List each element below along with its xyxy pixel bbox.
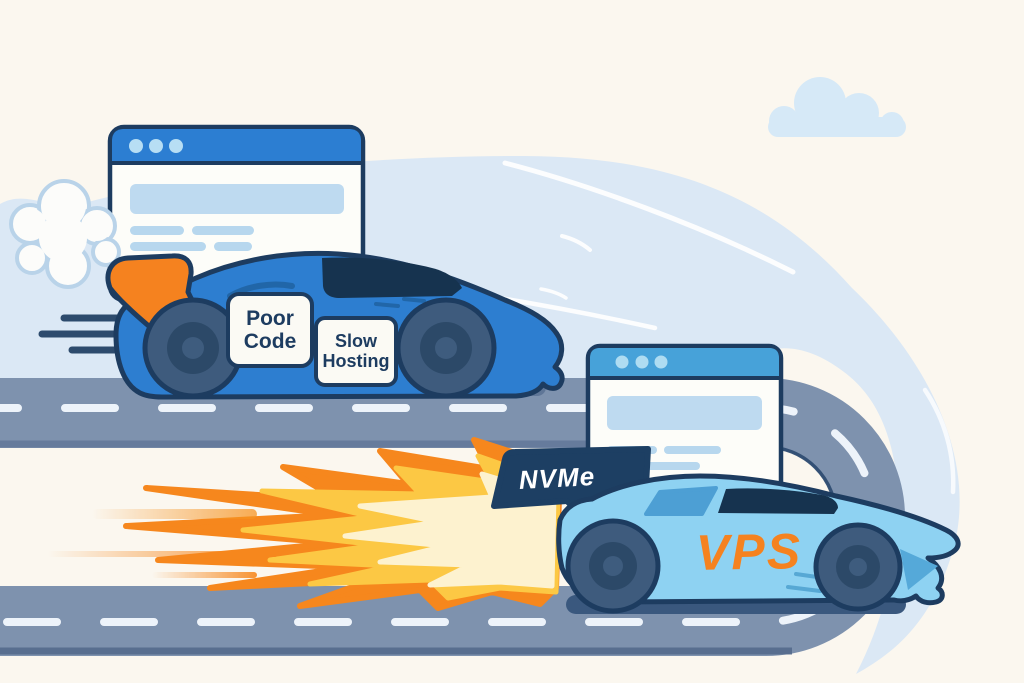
poor-code-line1: Poor: [246, 306, 294, 330]
wind-streaks: [497, 160, 956, 495]
slow-car-glass: [322, 257, 462, 298]
fast-car-nose-accent: [900, 549, 938, 590]
browser-window-1-titlebar: [112, 129, 361, 161]
poor-code-plate: Poor Code: [226, 292, 314, 368]
slow-hosting-line2: Hosting: [322, 350, 390, 371]
window-2-hero-block: [607, 396, 762, 430]
flame-streak: [152, 572, 257, 578]
nvme-badge-text: NVMe: [518, 460, 596, 495]
fast-car-rear-wheel: [565, 518, 661, 614]
flame-streak: [92, 509, 257, 519]
flame: [123, 437, 565, 611]
vps-text: VPS: [695, 523, 803, 581]
fast-car: [556, 473, 961, 614]
exhaust-cloud: [9, 179, 121, 289]
slow-car-front-wheel: [395, 297, 497, 399]
poor-code-line2: Code: [243, 330, 297, 353]
fast-car-front-wheel: [813, 522, 903, 612]
fast-car-glass: [718, 488, 838, 514]
window-1-traffic-dots: [129, 139, 183, 153]
flame-streak: [48, 551, 278, 557]
slow-hosting-plate: Slow Hosting: [314, 316, 398, 387]
fast-car-side-window: [644, 486, 718, 516]
window-1-hero-block: [130, 184, 344, 214]
window-2-traffic-dots: [615, 355, 668, 369]
slow-car-rear-wheel: [142, 297, 244, 399]
cloud-top-right: [768, 77, 906, 137]
slow-hosting-line1: Slow: [334, 330, 377, 351]
slow-car-door-dashes: [374, 297, 426, 308]
window-1-text-rows: [130, 226, 254, 251]
browser-window-2-titlebar: [590, 348, 779, 376]
